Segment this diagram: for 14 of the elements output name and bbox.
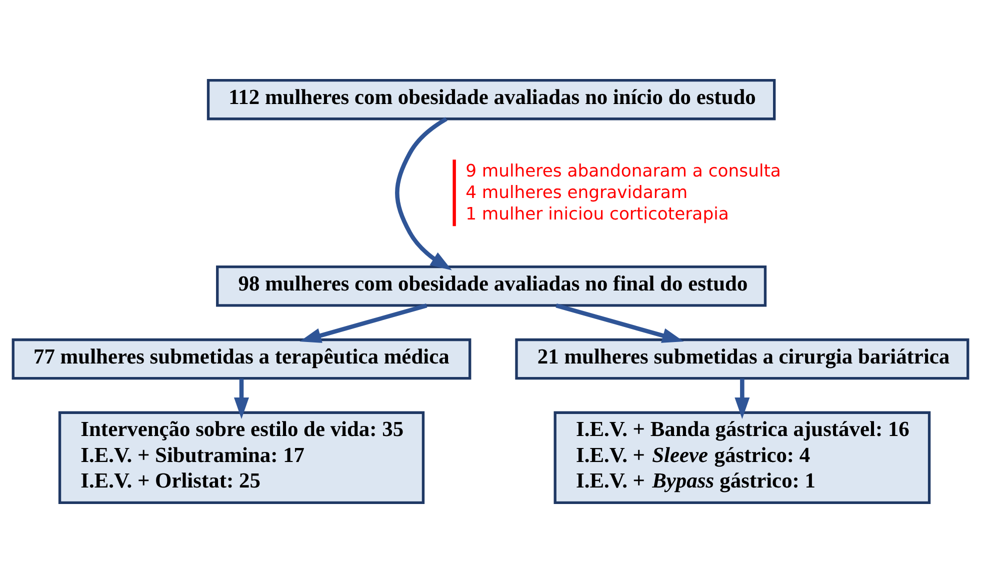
node-box: 98 mulheres com obesidade avaliadas no final do estudo	[216, 266, 767, 307]
label: 1 mulher iniciou corticoterapia	[466, 204, 729, 224]
arrow	[234, 378, 250, 419]
arrow	[556, 303, 684, 343]
node-box: 112 mulheres com obesidade avaliadas no início do estudo	[206, 78, 776, 120]
label: 4 mulheres engravidaram	[466, 183, 688, 204]
label: 9 mulheres abandonaram a consulta	[466, 162, 781, 182]
node-box: Intervenção sobre estilo de vida: 35 I.E.V. + Sibutramina: 17 I.E.V. + Orlistat: 25	[58, 411, 425, 504]
node-box: I.E.V. + Banda gástrica ajustável: 16 I.E.V. + Sleeve gástrico: 4 I.E.V. + Bypass gástrico: 1	[554, 411, 931, 504]
arrow	[395, 117, 452, 270]
arrow	[300, 303, 428, 343]
node-box: 77 mulheres submetidas a terapêutica médica	[12, 338, 472, 380]
node-box: 21 mulheres submetidas a cirurgia bariátrica	[515, 338, 970, 380]
arrow	[734, 378, 750, 419]
